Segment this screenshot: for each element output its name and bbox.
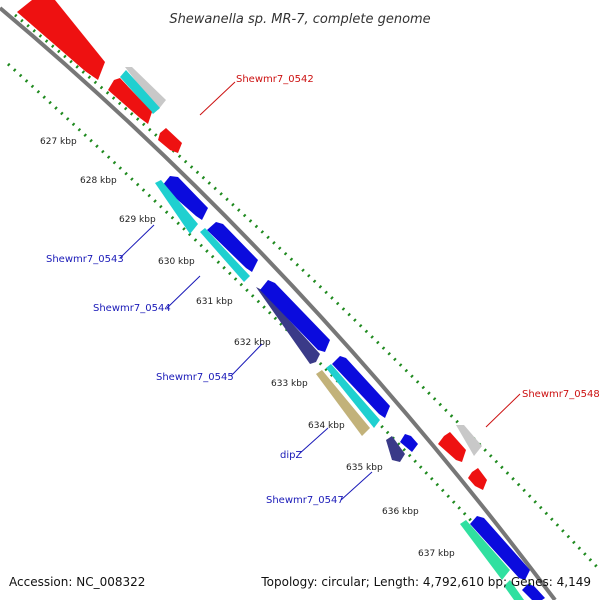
kbp-tick-label: 635 kbp [346,463,383,473]
gene-label-shewmr7-0547[interactable]: Shewmr7_0547 [266,495,344,506]
gene-label-dipz[interactable]: dipZ [280,450,302,461]
gene-feature [108,78,152,124]
gene-label-shewmr7-0545[interactable]: Shewmr7_0545 [156,372,234,383]
leader-line [230,343,263,377]
gene-feature [386,436,405,462]
genome-summary-text: Topology: circular; Length: 4,792,610 bp… [260,575,591,589]
outer-tick-track [14,13,600,570]
leader-line [199,81,236,116]
gene-feature [260,280,330,352]
leader-line [119,224,155,259]
gene-label-shewmr7-0548[interactable]: Shewmr7_0548 [522,389,600,400]
gene-feature [400,434,418,452]
gene-feature [125,67,166,110]
gene-feature [207,222,258,272]
gene-feature [17,0,105,80]
kbp-tick-label: 632 kbp [234,338,271,348]
leader-line [166,275,201,309]
kbp-tick-label: 631 kbp [196,297,233,307]
kbp-tick-label: 628 kbp [80,176,117,186]
gene-feature [158,128,182,153]
gene-feature [256,287,320,364]
map-title: Shewanella sp. MR-7, complete genome [169,12,430,27]
inner-tick-track [6,62,544,600]
gene-feature [155,180,198,234]
gene-feature [162,176,208,220]
gene-feature [456,425,482,456]
leader-line [485,393,521,428]
gene-feature [468,468,487,490]
gene-feature [120,70,160,114]
gene-feature [522,584,545,600]
gene-label-shewmr7-0544[interactable]: Shewmr7_0544 [93,303,171,314]
kbp-tick-label: 634 kbp [308,421,345,431]
gene-feature [326,364,380,428]
kbp-tick-label: 633 kbp [271,379,308,389]
gene-feature [438,432,466,462]
gene-feature [200,228,250,282]
accession-text: Accession: NC_008322 [9,575,145,589]
gene-feature [460,520,510,580]
kbp-tick-label: 637 kbp [418,549,455,559]
leader-line [340,471,373,501]
gene-label-shewmr7-0542[interactable]: Shewmr7_0542 [236,74,314,85]
gene-label-shewmr7-0543[interactable]: Shewmr7_0543 [46,254,124,265]
kbp-tick-label: 629 kbp [119,215,156,225]
gene-feature [316,370,370,436]
gene-feature [332,356,390,418]
leader-line [298,427,329,455]
gene-feature [504,580,524,600]
kbp-tick-label: 636 kbp [382,507,419,517]
genome-backbone [0,6,557,600]
kbp-tick-label: 627 kbp [40,137,77,147]
kbp-tick-label: 630 kbp [158,257,195,267]
gene-feature [470,516,530,580]
